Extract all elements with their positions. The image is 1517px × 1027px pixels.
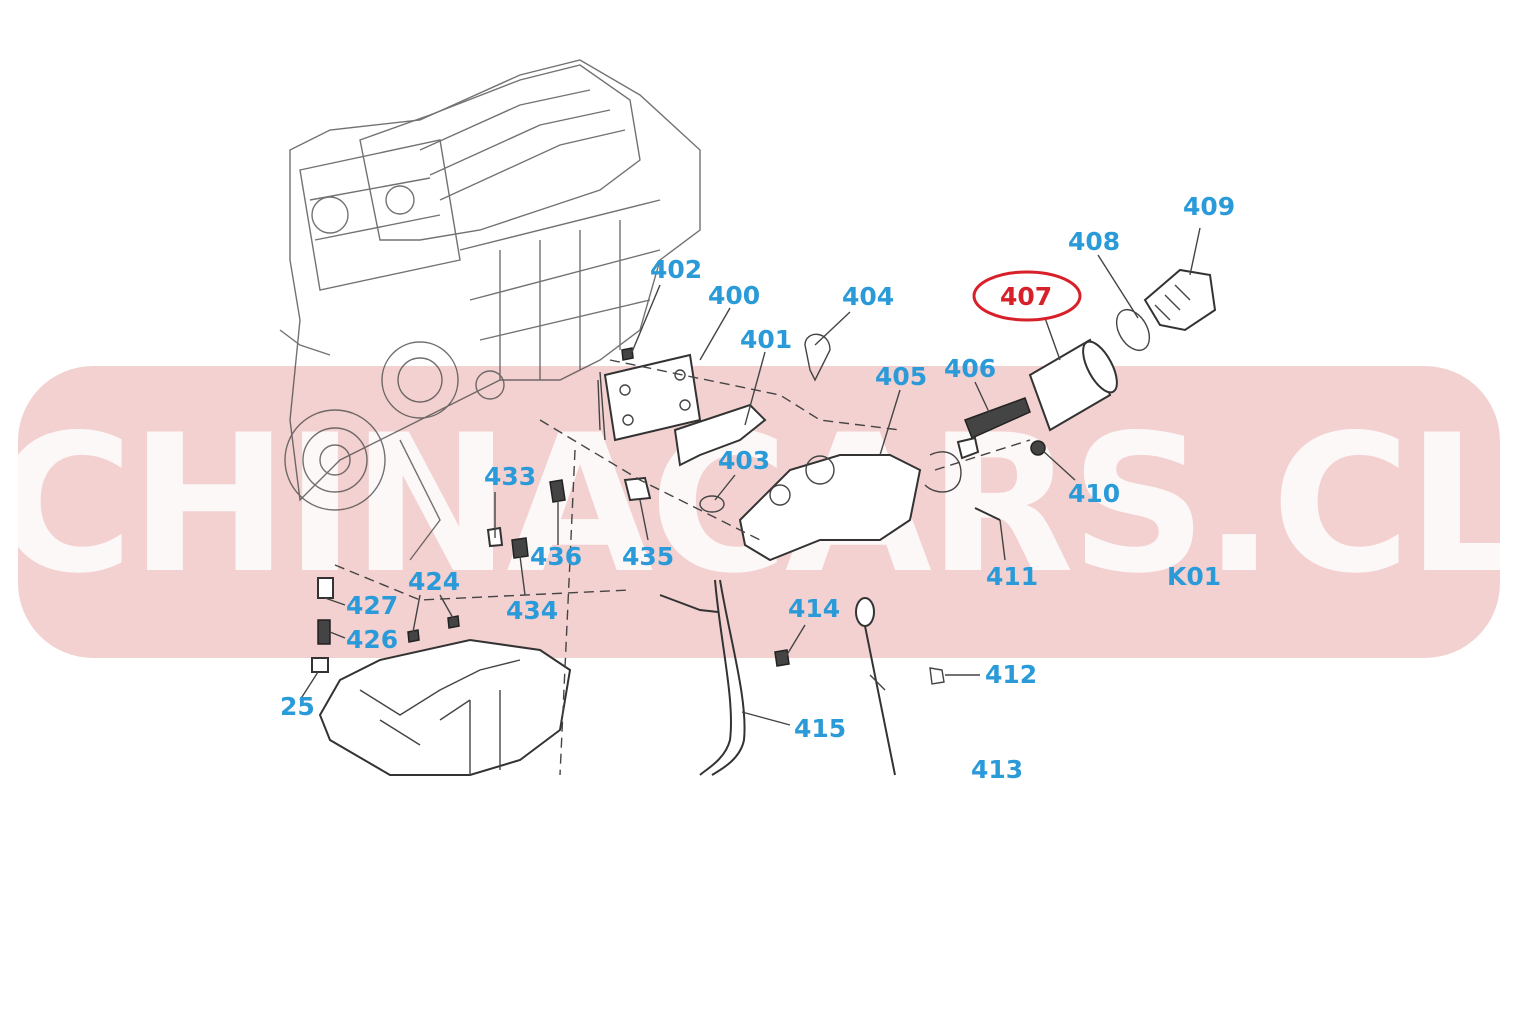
bolt-410 [1030, 440, 1046, 456]
clip-435 [549, 479, 566, 503]
oil-cooler [597, 353, 702, 442]
highlight-ring [972, 270, 1082, 322]
plug-427 [317, 577, 334, 599]
sensor-436 [623, 476, 652, 502]
clip-414 [774, 649, 790, 667]
part-label-402: 401 [740, 325, 792, 354]
plug-425 [311, 657, 329, 673]
oil-filter-cap [1143, 268, 1217, 332]
part-label-400: 400 [708, 281, 760, 310]
oil-pan [318, 638, 572, 776]
part-labels: 402 400 401 404 405 406 407 408 409 403 … [280, 192, 1235, 784]
bolt-424b [447, 615, 460, 629]
fitting-401 [621, 347, 634, 361]
part-label-405: 405 [875, 362, 927, 391]
leader-lines [299, 227, 1201, 726]
part-label-410: 410 [1068, 479, 1120, 508]
part-label-412: 412 [985, 660, 1037, 689]
part-label-409: 409 [1183, 192, 1235, 221]
o-ring-412 [929, 667, 945, 685]
part-label-401: 402 [650, 255, 702, 284]
o-ring-403 [699, 495, 725, 513]
bolt-424a [407, 629, 420, 643]
spring-426 [317, 619, 331, 645]
part-label-427: 427 [346, 591, 398, 620]
part-label-407: 407 [1000, 282, 1052, 311]
dipstick [855, 597, 896, 776]
part-label-404: 404 [842, 282, 894, 311]
filter-bypass-element [956, 397, 1031, 460]
part-label-434: 434 [506, 596, 558, 625]
oil-filter [1028, 338, 1118, 432]
part-label-415: 415 [794, 714, 846, 743]
part-label-425-cut: 25 [280, 692, 315, 721]
bolt-411 [974, 507, 1001, 521]
part-label-406: 406 [944, 354, 996, 383]
part-label-411: 411 [986, 562, 1038, 591]
seal-ring-408 [1115, 309, 1151, 351]
part-label-426: 426 [346, 625, 398, 654]
part-label-413: 413 [971, 755, 1023, 784]
part-label-436: 435 [622, 542, 674, 571]
part-label-433: 433 [484, 462, 536, 491]
part-label-403: 403 [718, 446, 770, 475]
part-label-435: 436 [530, 542, 582, 571]
part-label-408: 408 [1068, 227, 1120, 256]
engine-block-drawing [279, 59, 701, 561]
oil-filter-housing [738, 451, 962, 562]
plug-434 [511, 537, 529, 559]
part-label-424: 424 [408, 567, 460, 596]
figure-code: K01 [1167, 562, 1221, 591]
dipstick-tube [699, 579, 732, 776]
part-label-414: 414 [788, 594, 840, 623]
